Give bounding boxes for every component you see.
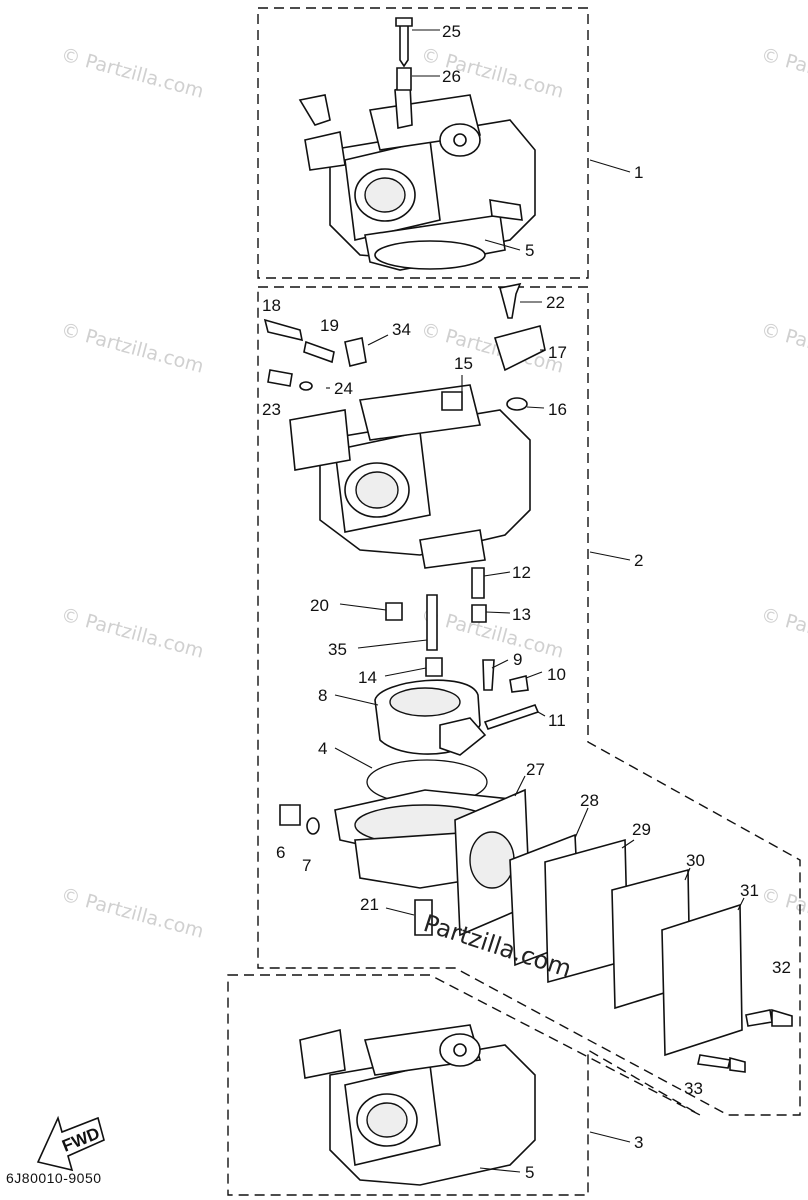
- assembly-3-box: [227, 974, 701, 1196]
- watermark-text: © Partzilla.com: [59, 44, 206, 103]
- callout-17: 17: [548, 343, 567, 362]
- callout-16: 16: [548, 400, 567, 419]
- screw-part-22: [499, 282, 522, 319]
- callout-35: 35: [328, 640, 347, 659]
- jet-part-13: [471, 604, 487, 623]
- cover-part-31: [661, 903, 743, 1057]
- spring-part-19: [303, 340, 335, 364]
- screw-part-6: [279, 804, 301, 826]
- callout-25: 25: [442, 22, 461, 41]
- plug-part-15: [441, 391, 463, 411]
- callout-24: 24: [334, 379, 353, 398]
- callout-12: 12: [512, 563, 531, 582]
- callout-1: 1: [634, 163, 643, 182]
- watermark-text: © Partzilla.com: [59, 884, 206, 943]
- gasket-part-27-opening: [469, 831, 515, 889]
- needle-valve-part-9: [482, 659, 495, 691]
- callout-32: 32: [772, 958, 791, 977]
- callout-8: 8: [318, 686, 327, 705]
- carburetor-assembly-middle: [289, 384, 531, 569]
- float-part-8: [374, 679, 487, 756]
- callout-23: 23: [262, 400, 281, 419]
- assembly-2-box: [257, 286, 801, 1116]
- fwd-arrow-icon: FWD: [36, 1115, 105, 1172]
- screw-part-33: [697, 1054, 746, 1073]
- callout-15: 15: [454, 354, 473, 373]
- screw-part-18: [263, 318, 304, 342]
- screw-part-32: [745, 1008, 793, 1027]
- clip-part-10: [509, 675, 529, 693]
- callout-10: 10: [547, 665, 566, 684]
- callout-6: 6: [276, 843, 285, 862]
- callout-30: 30: [686, 851, 705, 870]
- screw-part-23: [267, 369, 293, 387]
- callout-26: 26: [442, 67, 461, 86]
- dashed-group-boxes: [227, 7, 801, 1196]
- callout-3: 3: [634, 1133, 643, 1152]
- watermark-text: © Partzilla.com: [419, 44, 566, 103]
- watermark-text: © Partzilla.com: [59, 319, 206, 378]
- nozzle-part-35: [426, 594, 438, 651]
- callout-13: 13: [512, 605, 531, 624]
- callout-4: 4: [318, 739, 327, 758]
- seat-part-14: [425, 657, 443, 677]
- carburetor-assembly-top: [298, 83, 536, 271]
- leader-lines: [326, 29, 745, 1173]
- watermark-text: © Partzilla.com: [59, 604, 206, 663]
- callout-9: 9: [513, 650, 522, 669]
- carburetor-assembly-bottom: [299, 1024, 536, 1186]
- callout-22: 22: [546, 293, 565, 312]
- cap-part-34: [344, 337, 367, 367]
- callout-28: 28: [580, 791, 599, 810]
- callout-18: 18: [262, 296, 281, 315]
- watermark-text: © Partzilla.com: [759, 319, 808, 378]
- callout-11: 11: [548, 711, 566, 730]
- washer-part-24: [299, 381, 313, 391]
- spring-part-26: [396, 67, 412, 91]
- washer-part-7: [306, 817, 320, 835]
- jet-part-20: [385, 602, 403, 621]
- callout-31: 31: [740, 881, 759, 900]
- assembly-1-box: [257, 7, 589, 279]
- callout-2: 2: [634, 551, 643, 570]
- callout-27: 27: [526, 760, 545, 779]
- callout-5-bottom: 5: [525, 1163, 534, 1182]
- screw-part-25: [395, 17, 413, 68]
- watermark-text: © Partzilla.com: [759, 604, 808, 663]
- diagram-code: 6J80010-9050: [6, 1170, 102, 1186]
- callout-numbers: 1 2 3 4 5 5 6 7 8 9 10 11 12 13 14 15 16…: [262, 22, 791, 1182]
- callout-34: 34: [392, 320, 411, 339]
- callout-20: 20: [310, 596, 329, 615]
- screw-part-21: [414, 899, 433, 936]
- watermark-text: © Partzilla.com: [759, 44, 808, 103]
- callout-33: 33: [684, 1079, 703, 1098]
- callout-5-top: 5: [525, 241, 534, 260]
- pin-part-11: [483, 704, 540, 730]
- callout-21: 21: [360, 895, 379, 914]
- callout-7: 7: [302, 856, 311, 875]
- callout-19: 19: [320, 316, 339, 335]
- callout-14: 14: [358, 668, 377, 687]
- plug-part-16: [506, 397, 528, 411]
- jet-part-12: [471, 567, 485, 599]
- callout-29: 29: [632, 820, 651, 839]
